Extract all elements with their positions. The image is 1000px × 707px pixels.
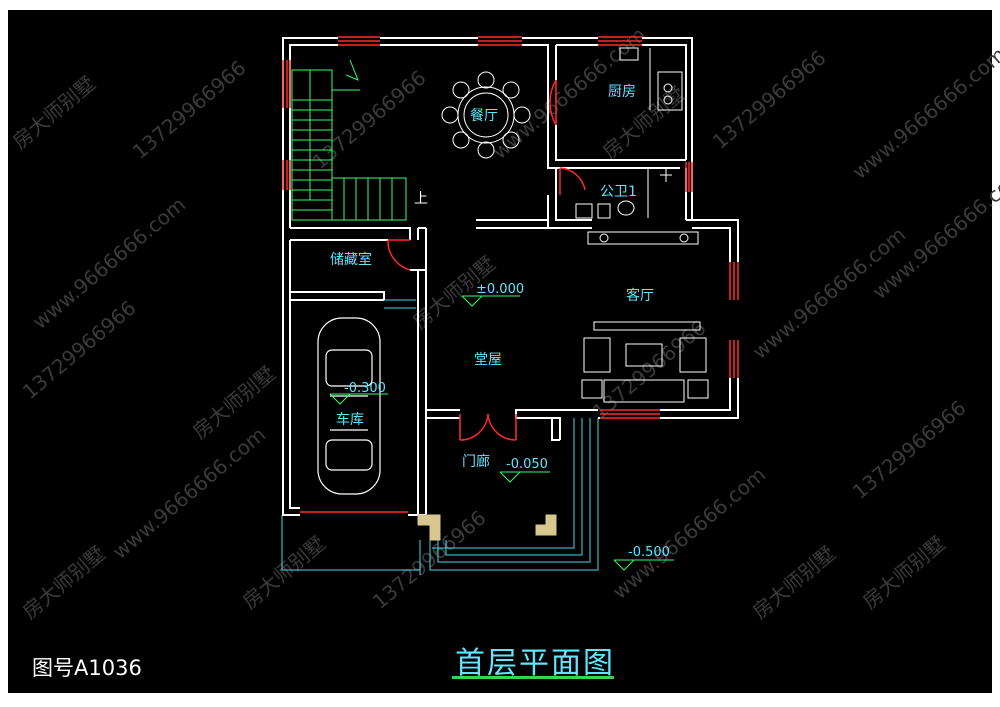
window-east-toilet (685, 162, 693, 192)
room-label-porch: 门廊 (462, 453, 490, 470)
watermark-phone: 13729966966 (588, 315, 711, 423)
watermark-site: www.9666666.com (848, 42, 1000, 184)
window-south-living (600, 409, 660, 419)
watermark-site: www.9666666.com (608, 462, 770, 604)
level-marker-hall (461, 295, 520, 307)
dining-table (441, 71, 531, 159)
level-marker-garage (329, 393, 388, 405)
window-north-kitchen (598, 36, 642, 46)
room-label-dining: 餐厅 (470, 108, 498, 124)
level-marker-exterior (613, 559, 674, 571)
room-label-living: 客厅 (626, 287, 654, 304)
level-garage: -0.300 (344, 381, 386, 396)
watermark-phone: 13729966966 (128, 55, 251, 163)
room-label-kitchen: 厨房 (608, 84, 636, 100)
level-hall: ±0.000 (476, 282, 524, 297)
car-icon (317, 317, 381, 495)
level-exterior: -0.500 (628, 545, 670, 560)
drawing-number: 图号A1036 (32, 656, 142, 680)
room-label-garage: 车库 (336, 411, 364, 428)
watermark-brand: 房大师别墅 (238, 531, 330, 614)
room-labels: 餐厅 厨房 公卫1 储藏室 客厅 堂屋 车库 门廊 (330, 84, 654, 470)
watermark-brand: 房大师别墅 (18, 541, 110, 624)
level-porch: -0.050 (506, 457, 548, 472)
watermark-phone: 13729966966 (708, 45, 831, 153)
window-west-stair-2 (282, 160, 291, 190)
drawing-frame (8, 10, 992, 693)
walls (282, 37, 739, 516)
window-north-stair (338, 36, 380, 46)
windows (282, 36, 739, 513)
window-north-dining (478, 36, 522, 46)
room-label-toilet: 公卫1 (600, 184, 637, 200)
window-east-living-1 (729, 262, 739, 300)
staircase (291, 59, 407, 221)
level-marker-porch (499, 471, 550, 483)
window-east-living-2 (729, 340, 739, 378)
porch-columns (417, 514, 557, 541)
watermark-site: www.9666666.com (108, 422, 270, 564)
stair-up-mark: 上 (414, 191, 428, 207)
door-toilet (559, 167, 586, 195)
door-kitchen (549, 79, 557, 126)
exterior-terrace (281, 299, 599, 575)
toilet-fixtures (575, 168, 672, 219)
kitchen-fixtures (619, 47, 683, 111)
watermark-phone: 13729966966 (848, 395, 971, 503)
door-main-entrance (459, 413, 517, 441)
watermark-brand: 房大师别墅 (8, 71, 100, 154)
drawing-title: 首层平面图 (455, 646, 615, 681)
watermark-brand: 房大师别墅 (858, 531, 950, 614)
living-furniture (581, 231, 709, 403)
room-label-storage: 储藏室 (330, 251, 372, 268)
door-storage (387, 239, 411, 271)
title-underline (452, 676, 614, 679)
room-label-hall: 堂屋 (474, 352, 502, 368)
watermark-brand: 房大师别墅 (748, 541, 840, 624)
window-west-stair-1 (282, 60, 291, 108)
watermark-layer: 房大师别墅 13729966966 www.9666666.com 137299… (8, 22, 1000, 624)
level-markers: ±0.000 -0.300 -0.050 -0.500 (329, 282, 674, 571)
watermark-brand: 房大师别墅 (188, 361, 280, 444)
